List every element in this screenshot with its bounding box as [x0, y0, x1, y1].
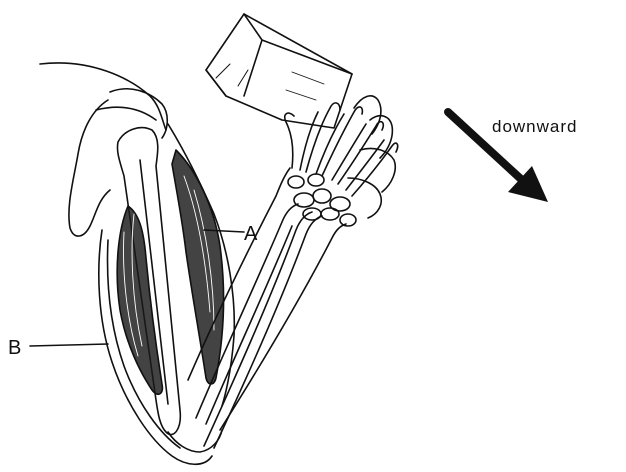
scapula: [69, 100, 110, 236]
label-b: B: [8, 338, 21, 358]
carpal-bones: [288, 174, 356, 226]
label-a: A: [244, 224, 257, 244]
direction-label: downward: [492, 118, 578, 135]
leader-line-b: [30, 344, 108, 346]
hand-bones: [285, 96, 398, 218]
shoulder-outline: [40, 63, 166, 130]
forearm-outline: [220, 224, 346, 430]
muscle-a: [172, 150, 223, 384]
weight-block: [206, 14, 352, 128]
shoulder-cap: [110, 89, 167, 138]
